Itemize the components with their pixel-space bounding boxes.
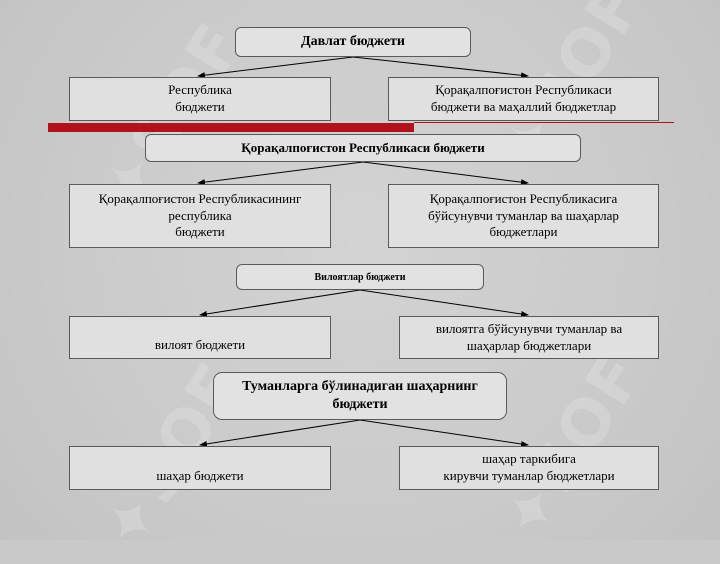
box-text-line: шаҳарлар бюджетлари xyxy=(466,337,592,353)
box-text-line: бюджети ва маҳаллий бюджетлар xyxy=(430,99,617,114)
box-text-line: Қорақалпоғистон Республикасига xyxy=(429,190,618,206)
city-budget-box: шаҳар бюджети xyxy=(69,446,331,490)
city-budget-header: Туманларга бўлинадиган шаҳарнинг бюджети xyxy=(213,372,507,420)
connector-arrow xyxy=(359,419,529,447)
regional-budgets-header: Вилоятлар бюджети xyxy=(236,264,484,290)
connector-arrow xyxy=(362,161,529,186)
city-budget-title-line: Туманларга бўлинадиган шаҳарнинг xyxy=(242,378,478,394)
accent-bar xyxy=(48,123,414,132)
box-text-line: вилоятга бўйсунувчи туманлар ва xyxy=(435,320,623,336)
city-budget-title-line: бюджети xyxy=(332,397,388,412)
box-text-line: Қорақалпоғистон Республикасининг xyxy=(98,190,302,206)
box-text-line: кирувчи туманлар бюджетлари xyxy=(443,468,615,483)
box-text-line: шаҳар бюджети xyxy=(156,468,244,484)
karakalpak-budget-title: Қорақалпоғистон Республикаси бюджети xyxy=(241,139,485,155)
state-budget-title: Давлат бюджети xyxy=(301,33,405,49)
box-text-line: бўйсунувчи туманлар ва шаҳарлар xyxy=(428,207,619,223)
box-text-line: бюджети xyxy=(175,99,225,114)
connector-arrow xyxy=(199,289,361,317)
box-text-line: вилоят бюджети xyxy=(154,337,246,353)
karakalpak-budget-header: Қорақалпоғистон Республикаси бюджети xyxy=(145,134,581,162)
regional-budgets-title: Вилоятлар бюджети xyxy=(314,271,406,283)
city-districts-budgets-box: шаҳар таркибига кирувчи туманлар бюджетл… xyxy=(399,446,659,490)
karakalpak-and-local-budgets-box: Қорақалпоғистон Республикаси бюджети ва … xyxy=(388,77,659,121)
box-text-line: бюджетлари xyxy=(489,224,558,240)
connector-arrow xyxy=(359,289,529,317)
karakalpak-districts-budgets-box: Қорақалпоғистон Республикасига бўйсунувч… xyxy=(388,184,659,248)
connector-arrow xyxy=(352,56,529,79)
republic-budget-box: Республика бюджети xyxy=(69,77,331,121)
box-text-line: республика xyxy=(168,207,232,223)
state-budget-box: Давлат бюджети xyxy=(235,27,471,57)
box-text-line: Республика xyxy=(168,82,232,98)
regional-districts-budgets-box: вилоятга бўйсунувчи туманлар ва шаҳарлар… xyxy=(399,316,659,359)
connector-layer xyxy=(197,56,529,447)
box-text-line: бюджети xyxy=(175,224,225,240)
box-text-line: Қорақалпоғистон Республикаси xyxy=(435,82,612,98)
accent-line xyxy=(414,122,674,123)
connector-arrow xyxy=(197,56,354,79)
connector-arrow xyxy=(199,419,361,447)
regional-budget-box: вилоят бюджети xyxy=(69,316,331,359)
karakalpak-republic-budget-box: Қорақалпоғистон Республикасининг республ… xyxy=(69,184,331,248)
box-text-line: шаҳар таркибига xyxy=(482,451,576,467)
connector-arrow xyxy=(197,161,364,186)
